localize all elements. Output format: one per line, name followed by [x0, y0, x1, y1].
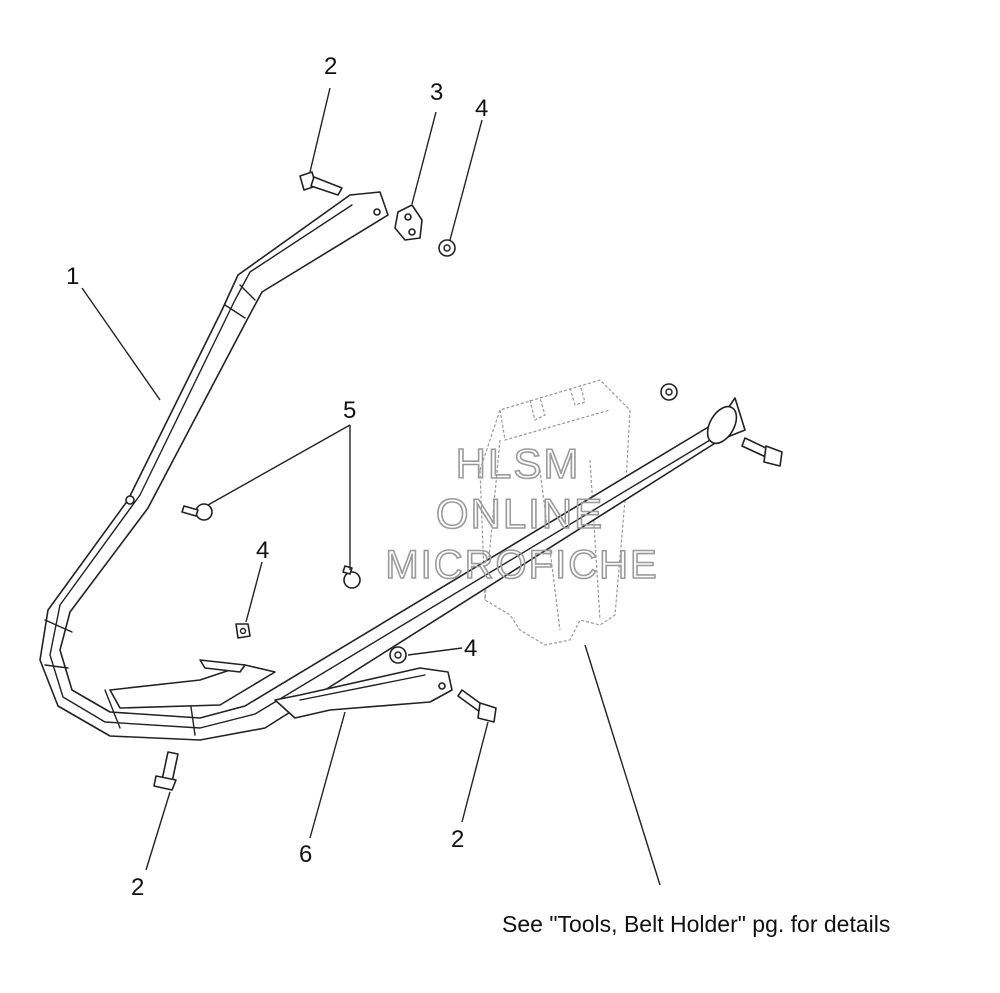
brace-arm-part-6: [274, 667, 453, 719]
leader-lines: [81, 87, 661, 886]
fastener-lower-part-5: [342, 565, 361, 589]
callout-6: 6: [299, 841, 312, 868]
nut-top-part-4: [438, 239, 456, 257]
watermark-line-2: ONLINE: [436, 490, 604, 537]
nut-right-part-4: [660, 383, 678, 401]
nut-left-part-4: [235, 623, 251, 639]
bumper-bar-part-1: [39, 191, 746, 741]
callout-labels: 1 2 2 2 3 4 4 4 5 6: [66, 53, 488, 901]
watermark-line-1: HLSM: [456, 440, 581, 487]
fastener-upper-part-5: [181, 503, 213, 521]
bolt-lower-left-part-2: [153, 751, 179, 791]
watermark: HLSM ONLINE MICROFICHE: [385, 439, 658, 588]
callout-2-lower-left: 2: [131, 874, 144, 901]
belt-holder-ghost: [479, 379, 631, 646]
callout-1: 1: [66, 263, 79, 290]
watermark-line-3: MICROFICHE: [385, 543, 658, 587]
callout-4-top: 4: [475, 95, 488, 122]
bolt-right-part-2: [741, 437, 783, 467]
details-note: See "Tools, Belt Holder" pg. for details: [502, 911, 890, 937]
callout-5: 5: [343, 397, 356, 424]
callout-2-top: 2: [324, 53, 337, 80]
callout-2-lower-right: 2: [451, 826, 464, 853]
callout-4-left: 4: [256, 537, 269, 564]
callout-4-middle: 4: [464, 635, 477, 662]
plate-bracket-part-3: [394, 204, 423, 241]
bolt-top-part-2: [299, 171, 343, 196]
nut-middle-part-4: [389, 646, 407, 664]
mount-bracket: [109, 659, 276, 709]
bolt-lower-right-part-2: [457, 689, 497, 723]
callout-3: 3: [430, 79, 443, 106]
